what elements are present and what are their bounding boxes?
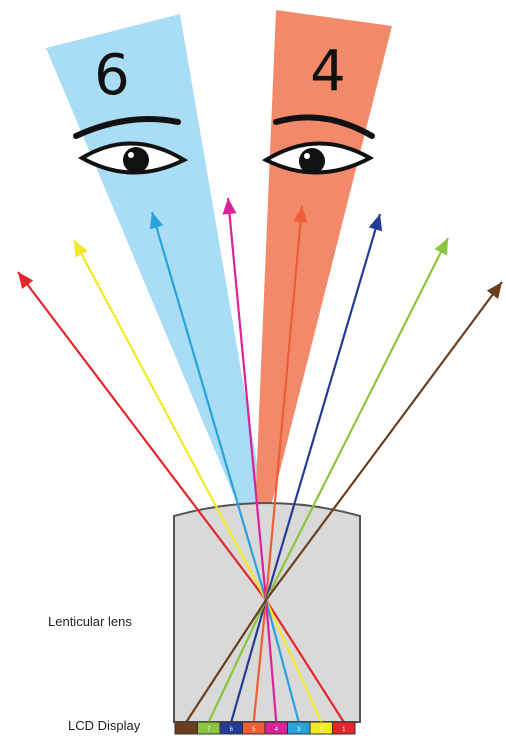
lens-label: Lenticular lens <box>48 614 132 629</box>
left-pupil-highlight <box>128 152 134 158</box>
left-view-number: 6 <box>94 43 130 108</box>
left-pupil <box>123 147 149 173</box>
ray-dark-blue-arrowhead <box>369 214 382 231</box>
ray-magenta-arrowhead <box>223 198 237 215</box>
display-label: LCD Display <box>68 718 141 733</box>
right-pupil <box>299 148 325 174</box>
ray-brown-arrowhead <box>487 282 502 299</box>
right-pupil-highlight <box>304 153 310 159</box>
lcd-pixel <box>175 722 198 734</box>
left-view-beam <box>46 14 265 510</box>
ray-red-arrowhead <box>18 272 33 289</box>
right-view-number: 4 <box>310 39 346 104</box>
